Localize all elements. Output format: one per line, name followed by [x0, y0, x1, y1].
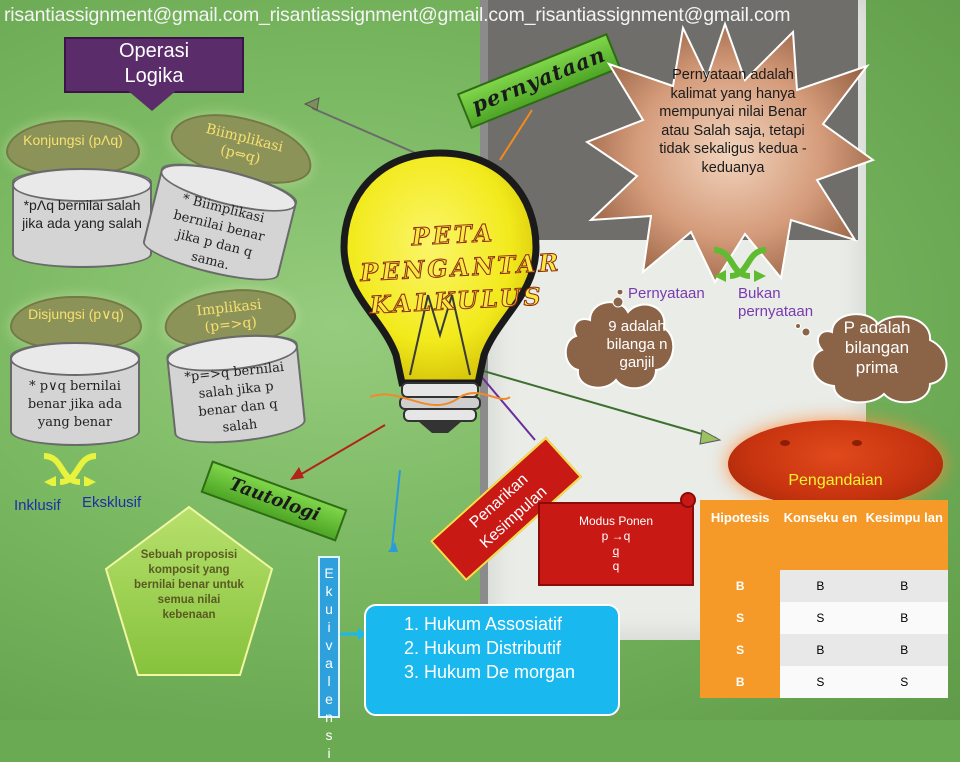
implikasi-cylinder: *p=>q bernilai salah jika p benar dan q … — [164, 329, 308, 449]
modus-line-1: p →q — [601, 529, 631, 543]
ekui-letter: l — [327, 673, 331, 689]
oval-eye-left — [780, 440, 790, 446]
implikasi-desc: *p=>q bernilai salah jika p benar dan q … — [183, 359, 285, 436]
table-cell: B — [780, 570, 861, 602]
modus-line-3: q — [612, 559, 620, 573]
pernyataan-split-icon — [713, 247, 767, 282]
pernyataan-label: Pernyataan — [628, 285, 705, 302]
table-header-kesimpulan: Kesimpu lan — [860, 500, 948, 570]
ekui-letter: E — [324, 565, 334, 581]
hukum-list: Hukum Assosiatif Hukum Distributif Hukum… — [396, 612, 610, 684]
oval-eye-right — [852, 440, 862, 446]
scroll-curl-icon — [680, 492, 696, 508]
ekui-letter: n — [325, 709, 333, 725]
watermark-text: risantiassignment@gmail.com_risantiassig… — [4, 4, 791, 26]
ekui-letter: v — [325, 637, 333, 653]
table-row: S S B — [700, 602, 948, 634]
table-cell: B — [700, 666, 781, 698]
tautologi-definition: Sebuah proposisi komposit yang bernilai … — [134, 549, 244, 621]
konjungsi-title: Konjungsi (pΛq) — [23, 132, 123, 148]
table-row: B B B — [700, 570, 948, 602]
table-row: B S S — [700, 666, 948, 698]
ekui-letter: a — [325, 655, 333, 671]
table-cell: S — [780, 602, 861, 634]
eksklusif-label: Eksklusif — [82, 494, 142, 511]
table-cell: B — [860, 634, 948, 666]
table-cell: B — [860, 602, 948, 634]
pengandaian-label: Pengandaian — [788, 472, 883, 489]
title-line-1: Operasi — [118, 40, 190, 62]
konjungsi-cylinder: *pΛq bernilai salah jika ada yang salah — [12, 168, 152, 268]
modus-line-2: q — [612, 544, 620, 558]
modus-ponen-box: Modus Ponen p →q q q — [538, 502, 694, 586]
table-row: S B B — [700, 634, 948, 666]
table-header-konsekuen: Konseku en — [780, 500, 861, 570]
table-cell: S — [780, 666, 861, 698]
konjungsi-cloud: Konjungsi (pΛq) — [6, 120, 140, 176]
table-cell: S — [700, 634, 781, 666]
table-cell: B — [780, 634, 861, 666]
truth-table: Hipotesis Konseku en Kesimpu lan B B B S… — [700, 500, 948, 698]
ekui-letter: e — [325, 691, 333, 707]
pengandaian-oval — [728, 420, 943, 508]
title-arrow — [126, 89, 178, 111]
thought-cloud-right — [795, 313, 948, 404]
disjungsi-desc: * p∨q bernilai benar jika ada yang benar — [27, 379, 123, 430]
modus-ponen-title: Modus Ponen — [578, 514, 654, 528]
pentagon-shape — [104, 505, 274, 676]
connector-lines — [290, 97, 722, 640]
hukum-item: Hukum De morgan — [424, 660, 610, 684]
ekui-letter: s — [325, 727, 333, 743]
split-arrows-icon — [43, 453, 97, 486]
table-cell: S — [700, 602, 781, 634]
table-cell: S — [860, 666, 948, 698]
peta-title: PETA PENGANTAR KALKULUS — [358, 213, 563, 322]
disjungsi-cylinder: * p∨q bernilai benar jika ada yang benar — [10, 342, 140, 446]
bukan-pernyataan-example: P adalah bilangan prima — [843, 318, 911, 377]
pernyataan-definition: Pernyataan adalah kalimat yang hanya mem… — [659, 67, 807, 176]
table-cell: B — [860, 570, 948, 602]
konjungsi-desc: *pΛq bernilai salah jika ada yang salah — [22, 197, 142, 231]
ekuivalensi-label: E k u i v a l e n s i — [318, 556, 340, 761]
disjungsi-title: Disjungsi (p∨q) — [28, 306, 124, 322]
table-header-hipotesis: Hipotesis — [700, 500, 781, 570]
table-cell: B — [700, 570, 781, 602]
ekui-letter: u — [325, 601, 333, 617]
ekui-letter: i — [327, 619, 331, 635]
hukum-box: Hukum Assosiatif Hukum Distributif Hukum… — [364, 604, 620, 716]
ekui-letter: i — [327, 745, 331, 761]
title-line-2: Logika — [124, 65, 184, 87]
disjungsi-cloud: Disjungsi (p∨q) — [10, 296, 142, 350]
pernyataan-example: 9 adalah bilanga n ganjil — [606, 318, 668, 371]
inklusif-label: Inklusif — [14, 497, 61, 514]
hukum-item: Hukum Distributif — [424, 636, 610, 660]
operasi-logika-title: Operasi Logika — [64, 37, 244, 93]
starburst-shape — [585, 20, 875, 285]
thought-cloud-left — [564, 290, 675, 390]
hukum-item: Hukum Assosiatif — [424, 612, 610, 636]
bukan-pernyataan-label: Bukan pernyataan — [738, 285, 814, 320]
light-bulb-icon — [340, 149, 540, 433]
ekui-letter: k — [325, 583, 333, 599]
